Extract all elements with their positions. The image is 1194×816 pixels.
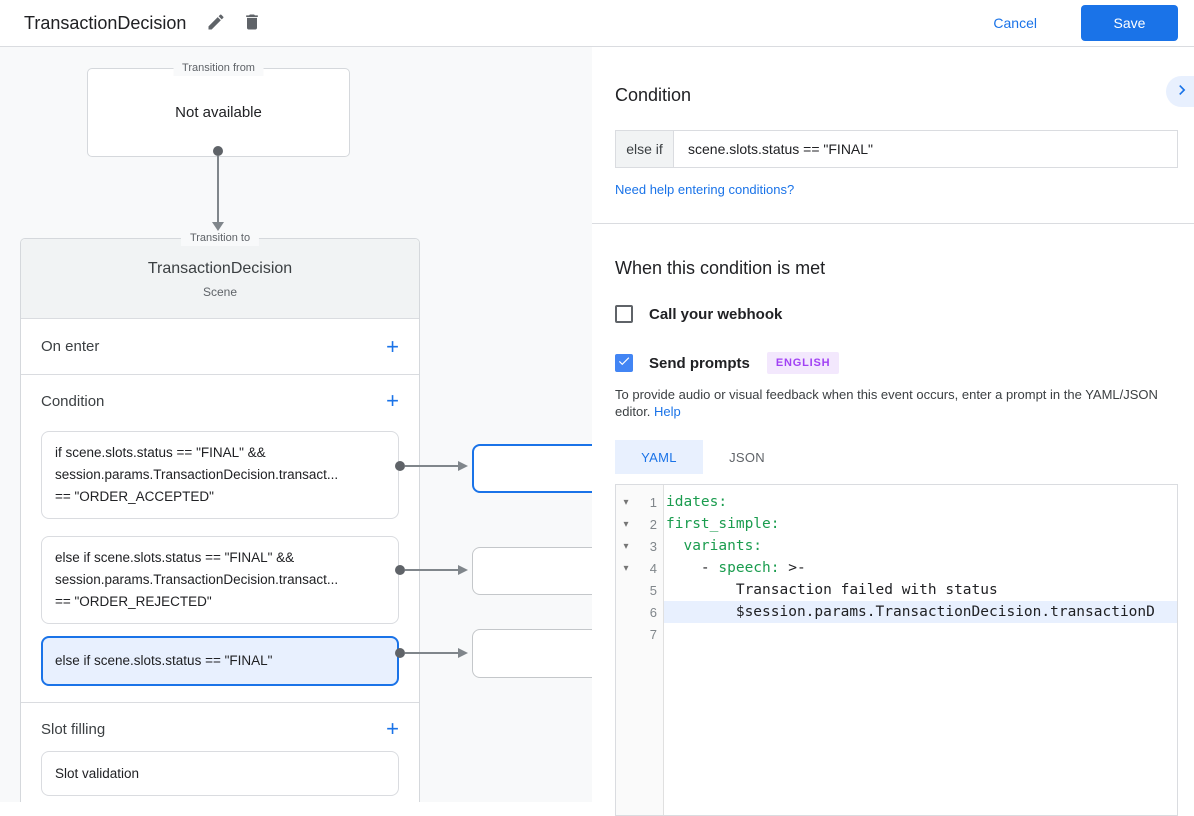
line-number: 4 — [649, 560, 657, 576]
fold-arrow-icon[interactable]: ▾ — [623, 540, 629, 552]
condition-line: == "ORDER_REJECTED" — [55, 594, 212, 609]
delete-scene-button[interactable] — [234, 5, 270, 41]
when-met-heading: When this condition is met — [615, 258, 826, 278]
transition-to-legend: Transition to — [180, 231, 260, 246]
condition-card-final-selected[interactable]: else if scene.slots.status == "FINAL" — [41, 636, 399, 686]
on-enter-section: On enter + — [21, 319, 419, 375]
help-link[interactable]: Help — [654, 404, 681, 419]
fold-arrow-icon[interactable]: ▾ — [623, 496, 629, 508]
condition-help-link[interactable]: Need help entering conditions? — [615, 182, 795, 197]
add-slot-button[interactable]: + — [386, 716, 399, 741]
panel-divider — [592, 223, 1194, 224]
webhook-row: Call your webhook — [615, 305, 1178, 323]
connector-line — [217, 156, 219, 222]
editor-gutter: ▾ 1 ▾ 2 ▾ 3 ▾ 4 5 6 7 — [616, 485, 664, 815]
send-prompts-label[interactable]: Send prompts — [649, 354, 750, 372]
send-prompts-checkbox[interactable] — [615, 354, 633, 372]
condition-detail-panel: Condition else if Need help entering con… — [592, 47, 1194, 816]
slot-filling-header: Slot filling + — [41, 717, 399, 741]
connector-line — [405, 569, 458, 571]
cancel-button[interactable]: Cancel — [993, 15, 1037, 31]
line-number: 7 — [649, 626, 657, 642]
connector-line — [405, 465, 458, 467]
condition-expression-input[interactable] — [674, 131, 1177, 167]
code-line: - speech: >- — [666, 560, 806, 576]
on-enter-label: On enter — [41, 338, 100, 355]
condition-line: session.params.TransactionDecision.trans… — [55, 572, 339, 587]
collapse-panel-button[interactable] — [1166, 76, 1194, 107]
trash-icon — [242, 12, 262, 35]
transition-from-content: Not available — [175, 104, 262, 121]
chevron-right-icon — [1172, 80, 1192, 103]
code-line: variants: — [666, 538, 763, 554]
connector-line — [405, 652, 458, 654]
editor-code-area[interactable]: idates: first_simple: variants: - speech… — [664, 485, 1177, 815]
tab-yaml[interactable]: YAML — [615, 440, 703, 474]
editor-tabs: YAML JSON — [615, 440, 1178, 474]
arrowhead-right-icon — [458, 648, 468, 658]
save-button[interactable]: Save — [1081, 5, 1178, 41]
add-condition-button[interactable]: + — [386, 388, 399, 413]
code-line — [664, 623, 1177, 645]
edit-scene-button[interactable] — [198, 5, 234, 41]
condition-prefix-label: else if — [616, 131, 674, 167]
condition-input-row: else if — [615, 130, 1178, 168]
connector-dot — [213, 146, 223, 156]
prompt-description: To provide audio or visual feedback when… — [615, 386, 1177, 420]
slot-filling-section: Slot filling + Slot validation — [21, 703, 419, 802]
line-number: 5 — [649, 582, 657, 598]
language-badge: ENGLISH — [766, 352, 840, 374]
yaml-code-editor: ▾ 1 ▾ 2 ▾ 3 ▾ 4 5 6 7 idates: first_simple: … — [615, 484, 1178, 816]
scene-graph-canvas: Transition from Not available Transition… — [0, 47, 592, 802]
transition-to-box: Transition to TransactionDecision Scene … — [20, 231, 420, 802]
panel-condition-heading: Condition — [615, 85, 692, 105]
arrowhead-right-icon — [458, 461, 468, 471]
line-number: 1 — [649, 494, 657, 510]
scene-name: TransactionDecision — [147, 260, 293, 277]
code-line: idates: — [666, 494, 728, 510]
transition-target-box[interactable] — [472, 547, 592, 595]
code-line-highlighted: $session.params.TransactionDecision.tran… — [664, 601, 1177, 623]
condition-card-order-rejected[interactable]: else if scene.slots.status == "FINAL" &&… — [41, 536, 399, 624]
scene-card-header: TransactionDecision Scene — [21, 239, 419, 319]
line-number: 3 — [649, 538, 657, 554]
transition-target-box[interactable] — [472, 444, 592, 493]
tab-json[interactable]: JSON — [703, 440, 791, 474]
condition-section: Condition + if scene.slots.status == "FI… — [21, 375, 419, 703]
condition-line: else if scene.slots.status == "FINAL" && — [55, 550, 295, 565]
line-number: 6 — [649, 604, 657, 620]
checkmark-icon — [617, 354, 631, 373]
prompt-description-text: To provide audio or visual feedback when… — [615, 387, 1158, 419]
fold-arrow-icon[interactable]: ▾ — [623, 562, 629, 574]
transition-target-box[interactable] — [472, 629, 592, 678]
connector-dot — [395, 461, 405, 471]
line-number: 2 — [649, 516, 657, 532]
add-on-enter-button[interactable]: + — [386, 333, 399, 359]
condition-card-order-accepted[interactable]: if scene.slots.status == "FINAL" && sess… — [41, 431, 399, 519]
arrowhead-down-icon — [212, 222, 224, 231]
pencil-icon — [206, 12, 226, 35]
transition-from-box: Transition from Not available — [87, 61, 350, 157]
code-line: Transaction failed with status — [666, 582, 998, 598]
connector-dot — [395, 565, 405, 575]
condition-line: session.params.TransactionDecision.trans… — [55, 467, 339, 482]
slot-filling-label: Slot filling — [41, 720, 106, 738]
call-webhook-label[interactable]: Call your webhook — [649, 305, 783, 323]
send-prompts-row: Send prompts ENGLISH — [615, 352, 1178, 374]
condition-section-header: Condition + — [41, 389, 399, 413]
slot-validation-card[interactable]: Slot validation — [41, 751, 399, 796]
code-line: first_simple: — [666, 516, 780, 532]
page-title: TransactionDecision — [24, 12, 187, 33]
scene-type-label: Scene — [202, 285, 238, 299]
condition-line: if scene.slots.status == "FINAL" && — [55, 445, 266, 460]
call-webhook-checkbox[interactable] — [615, 305, 633, 323]
connector-dot — [395, 648, 405, 658]
arrowhead-right-icon — [458, 565, 468, 575]
condition-line: == "ORDER_ACCEPTED" — [55, 489, 214, 504]
condition-section-label: Condition — [41, 392, 105, 410]
top-bar: TransactionDecision Cancel Save — [0, 0, 1194, 47]
fold-arrow-icon[interactable]: ▾ — [623, 518, 629, 530]
condition-line: else if scene.slots.status == "FINAL" — [55, 653, 273, 668]
transition-from-legend: Transition from — [173, 61, 264, 76]
